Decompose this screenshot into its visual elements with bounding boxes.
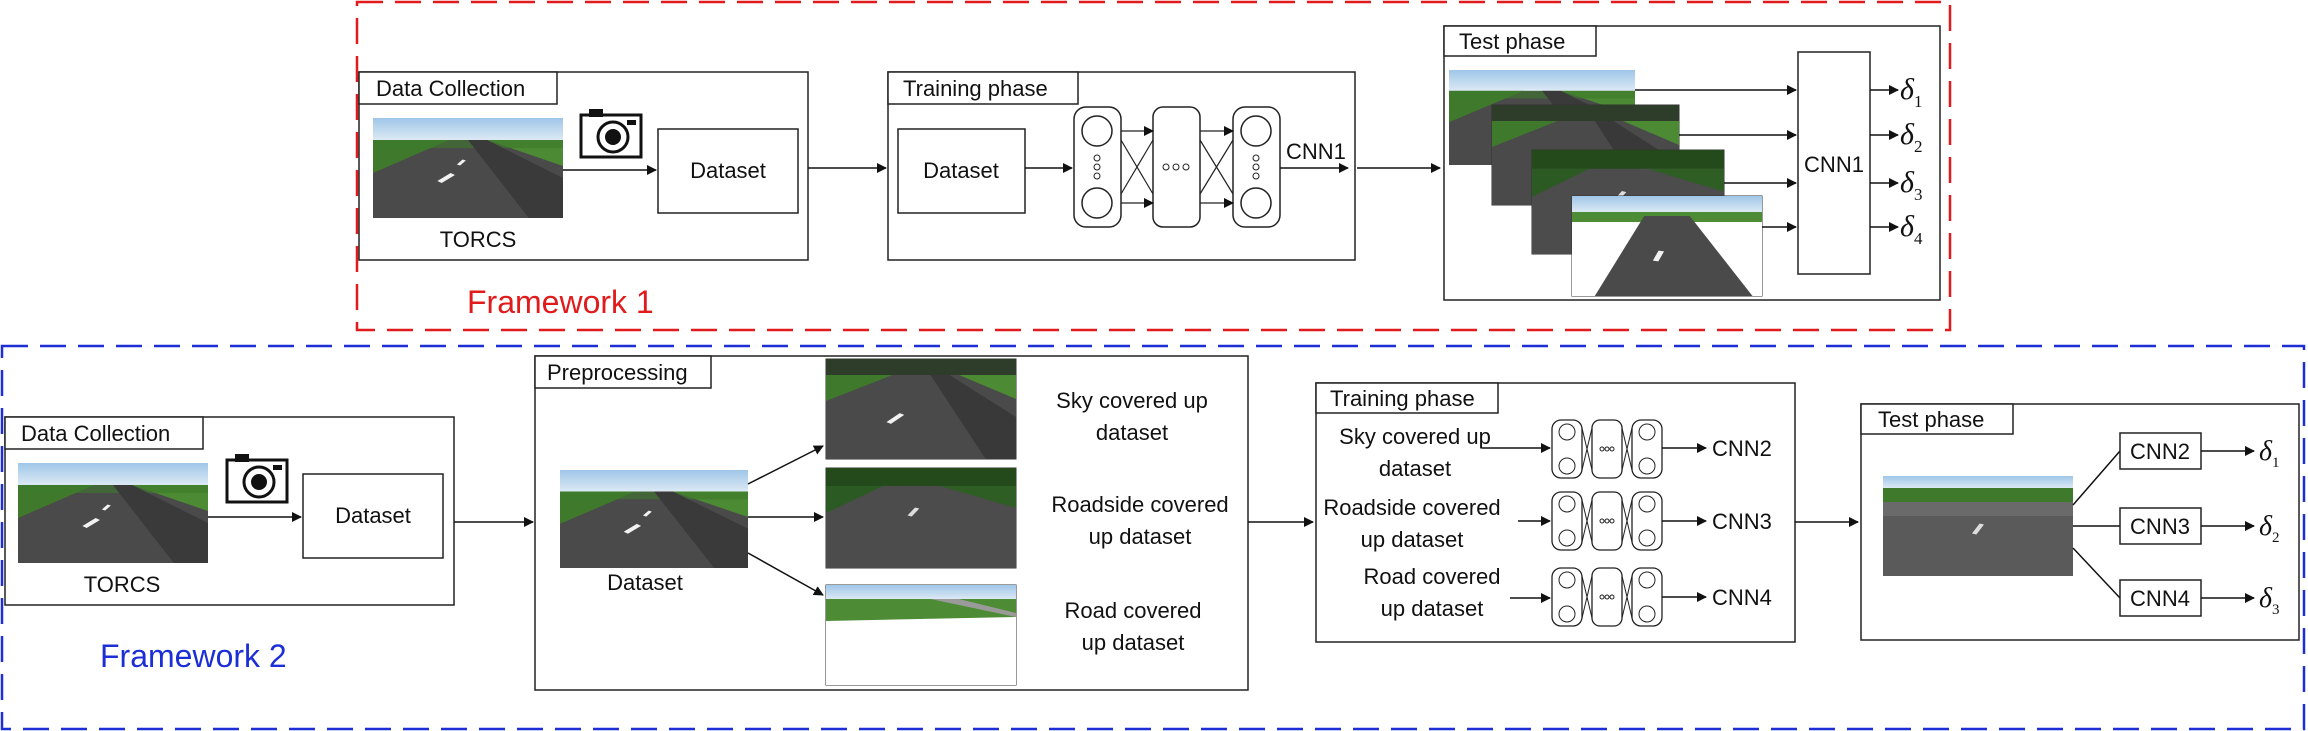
f1-training-dataset-label: Dataset [923,158,999,183]
f2-train-label-3a: Road covered [1364,564,1501,589]
f2-torcs-label: TORCS [84,572,161,597]
f1-data-collection-panel: Data Collection TORCS Dataset [358,71,809,261]
f2-train-model-1: CNN2 [1712,436,1772,461]
f2-train-label-1a: Sky covered up [1339,424,1491,449]
f1-data-collection-title: Data Collection [376,76,525,101]
f1-test-panel: Test phase CNN1 δ1 δ2 δ3 δ4 [1443,25,1941,301]
f2-test-image [1883,476,2073,576]
f1-training-panel: Training phase Dataset [887,71,1356,261]
f2-output-1: δ1 [2259,436,2280,471]
f1-test-image-4 [1572,196,1762,296]
f2-train-label-2a: Roadside covered [1323,495,1500,520]
f2-arrow-to-variant-3 [747,552,824,596]
f1-test-title: Test phase [1459,29,1565,54]
f2-test-branch-1 [2072,450,2121,506]
f2-train-label-2b: up dataset [1361,527,1464,552]
f2-arrow-to-variant-1 [747,445,824,485]
f2-variant-label-1a: Sky covered up [1056,388,1208,413]
f2-test-cnn3-box [2119,507,2202,545]
f1-output-2: δ2 [1900,118,1922,156]
f2-output-3: δ3 [2259,583,2280,618]
f2-network-icon-1 [1551,419,1663,479]
f1-output-4: δ4 [1900,210,1923,248]
f1-camera-icon [579,109,643,159]
f1-torcs-label: TORCS [440,227,517,252]
f2-train-label-1b: dataset [1379,456,1451,481]
f2-variant-label-1b: dataset [1096,420,1168,445]
f2-preprocessing-panel: Preprocessing Dataset Sky covered up dat… [534,355,1249,691]
f2-output-2: δ2 [2259,511,2280,546]
f1-test-cnn1-label: CNN1 [1804,152,1864,177]
f2-train-label-3b: up dataset [1381,596,1484,621]
f1-network-icon [1073,106,1281,228]
f2-data-collection-title: Data Collection [21,421,170,446]
f2-variant-image-3 [826,585,1016,685]
f1-torcs-screenshot [373,118,563,218]
framework1-title: Framework 1 [467,284,654,320]
f1-dataset-label: Dataset [690,158,766,183]
framework2-title: Framework 2 [100,638,287,674]
f2-test-cnn4-box [2119,579,2202,617]
f2-test-cnn2-box [2119,432,2202,470]
f1-output-1: δ1 [1900,73,1922,111]
framework2-border [0,344,2306,731]
f2-test-panel: Test phase CNN2 CNN3 CNN4 δ1 δ2 δ3 [1860,403,2300,641]
f2-camera-icon [225,454,289,504]
f2-dataset-label: Dataset [335,503,411,528]
f1-output-3: δ3 [1900,166,1922,204]
f2-test-model-2: CNN3 [2130,514,2190,539]
f2-variant-label-2b: up dataset [1089,524,1192,549]
f2-preprocessing-title: Preprocessing [547,360,688,385]
f2-variant-label-3a: Road covered [1065,598,1202,623]
f2-variant-image-1 [826,359,1016,459]
f2-train-model-2: CNN3 [1712,509,1772,534]
f2-variant-label-3b: up dataset [1082,630,1185,655]
f2-dataset-box [302,473,444,559]
f2-train-model-3: CNN4 [1712,585,1772,610]
f2-test-title: Test phase [1878,407,1984,432]
f2-preprocessing-source-image [560,470,748,568]
f2-data-collection-panel: Data Collection TORCS Dataset [4,416,455,606]
f2-test-model-3: CNN4 [2130,586,2190,611]
f2-network-icon-3 [1551,567,1663,627]
f1-cnn1-label: CNN1 [1286,139,1346,164]
f2-variant-label-2a: Roadside covered [1051,492,1228,517]
f1-test-cnn1-box [1797,51,1871,275]
f1-training-dataset-box [897,128,1026,214]
f2-preprocessing-dataset-label: Dataset [607,570,683,595]
f2-test-branch-3 [2072,547,2121,599]
f1-dataset-box [657,128,799,214]
f2-variant-image-2 [826,468,1016,568]
f2-test-model-1: CNN2 [2130,439,2190,464]
f2-torcs-screenshot [18,463,208,563]
f2-network-icon-2 [1551,491,1663,551]
f2-training-title: Training phase [1330,386,1475,411]
f1-training-title: Training phase [903,76,1048,101]
framework1-border [355,0,1952,332]
f2-training-panel: Training phase Sky covered up dataset Ro… [1315,382,1796,643]
